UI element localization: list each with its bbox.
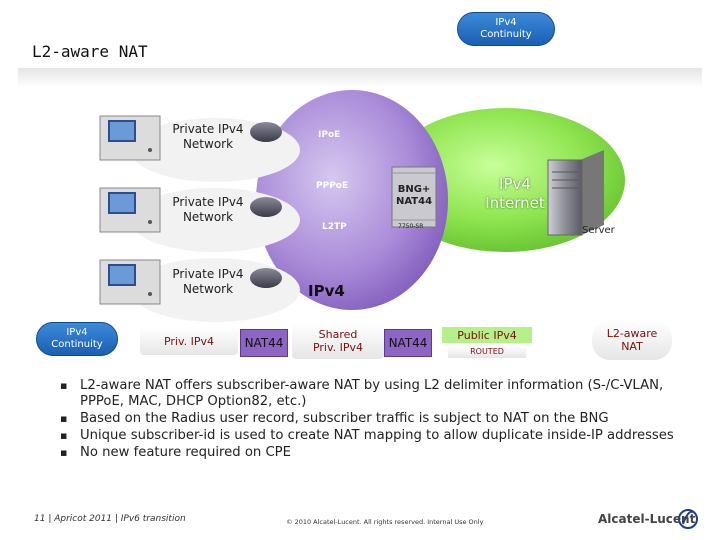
- private-network-label: Private IPv4 Network: [172, 267, 244, 296]
- router-icon: [250, 197, 282, 217]
- server-icon: [547, 150, 604, 236]
- ipoe-label: IPoE: [318, 130, 341, 140]
- pppoe-label: PPPoE: [316, 181, 349, 191]
- footer-left: 11 | Apricot 2011 | IPv6 transition: [34, 514, 186, 524]
- shared-priv-ipv4-box: Shared Priv. IPv4: [292, 323, 384, 359]
- access-cloud: [256, 90, 448, 310]
- ipv4-continuity-badge: IPv4 Continuity: [36, 322, 118, 356]
- footer-logo-text: Alcatel-Lucent: [598, 512, 696, 526]
- private-network-label: Private IPv4 Network: [172, 195, 244, 224]
- bullet-item: Unique subscriber-id is used to create N…: [58, 428, 708, 444]
- router-icon: [250, 122, 282, 142]
- computer-icon: [99, 187, 161, 233]
- computer-icon: [99, 259, 161, 305]
- title-divider: [18, 68, 702, 88]
- priv-ipv4-box: Priv. IPv4: [140, 327, 238, 355]
- bullet-list: L2-aware NAT offers subscriber-aware NAT…: [58, 378, 708, 462]
- bng-label: BNG+ NAT44: [395, 184, 433, 207]
- nat44-box-a: NAT44: [240, 329, 288, 357]
- badge-line-2: Continuity: [480, 29, 532, 40]
- ipv4-continuity-badge-top: IPv4 Continuity: [457, 12, 555, 46]
- router-icon: [250, 268, 282, 288]
- bullet-item: L2-aware NAT offers subscriber-aware NAT…: [58, 378, 708, 409]
- server-label: Server: [582, 225, 615, 236]
- bullet-item: Based on the Radius user record, subscri…: [58, 411, 708, 427]
- l2-aware-nat-box: L2-aware NAT: [592, 320, 672, 360]
- public-ipv4-box: Public IPv4: [442, 327, 532, 343]
- internet-label: IPv4 Internet: [485, 175, 545, 212]
- ipv4-label: IPv4: [308, 282, 345, 300]
- private-network-label: Private IPv4 Network: [172, 122, 244, 151]
- alcatel-lucent-logo-icon: [678, 509, 698, 529]
- nat44-box-b: NAT44: [384, 329, 432, 357]
- computer-icon: [99, 115, 161, 161]
- badge-line-1: IPv4: [495, 17, 517, 28]
- bng-device-icon: [391, 166, 437, 228]
- l2tp-label: L2TP: [322, 222, 347, 232]
- page-title: L2-aware NAT: [32, 42, 148, 61]
- bng-model-label: 7750-SR: [398, 223, 424, 230]
- routed-tag: ROUTED: [448, 346, 526, 358]
- bullet-item: No new feature required on CPE: [58, 445, 708, 461]
- footer-copyright: © 2010 Alcatel-Lucent. All rights reserv…: [286, 518, 484, 526]
